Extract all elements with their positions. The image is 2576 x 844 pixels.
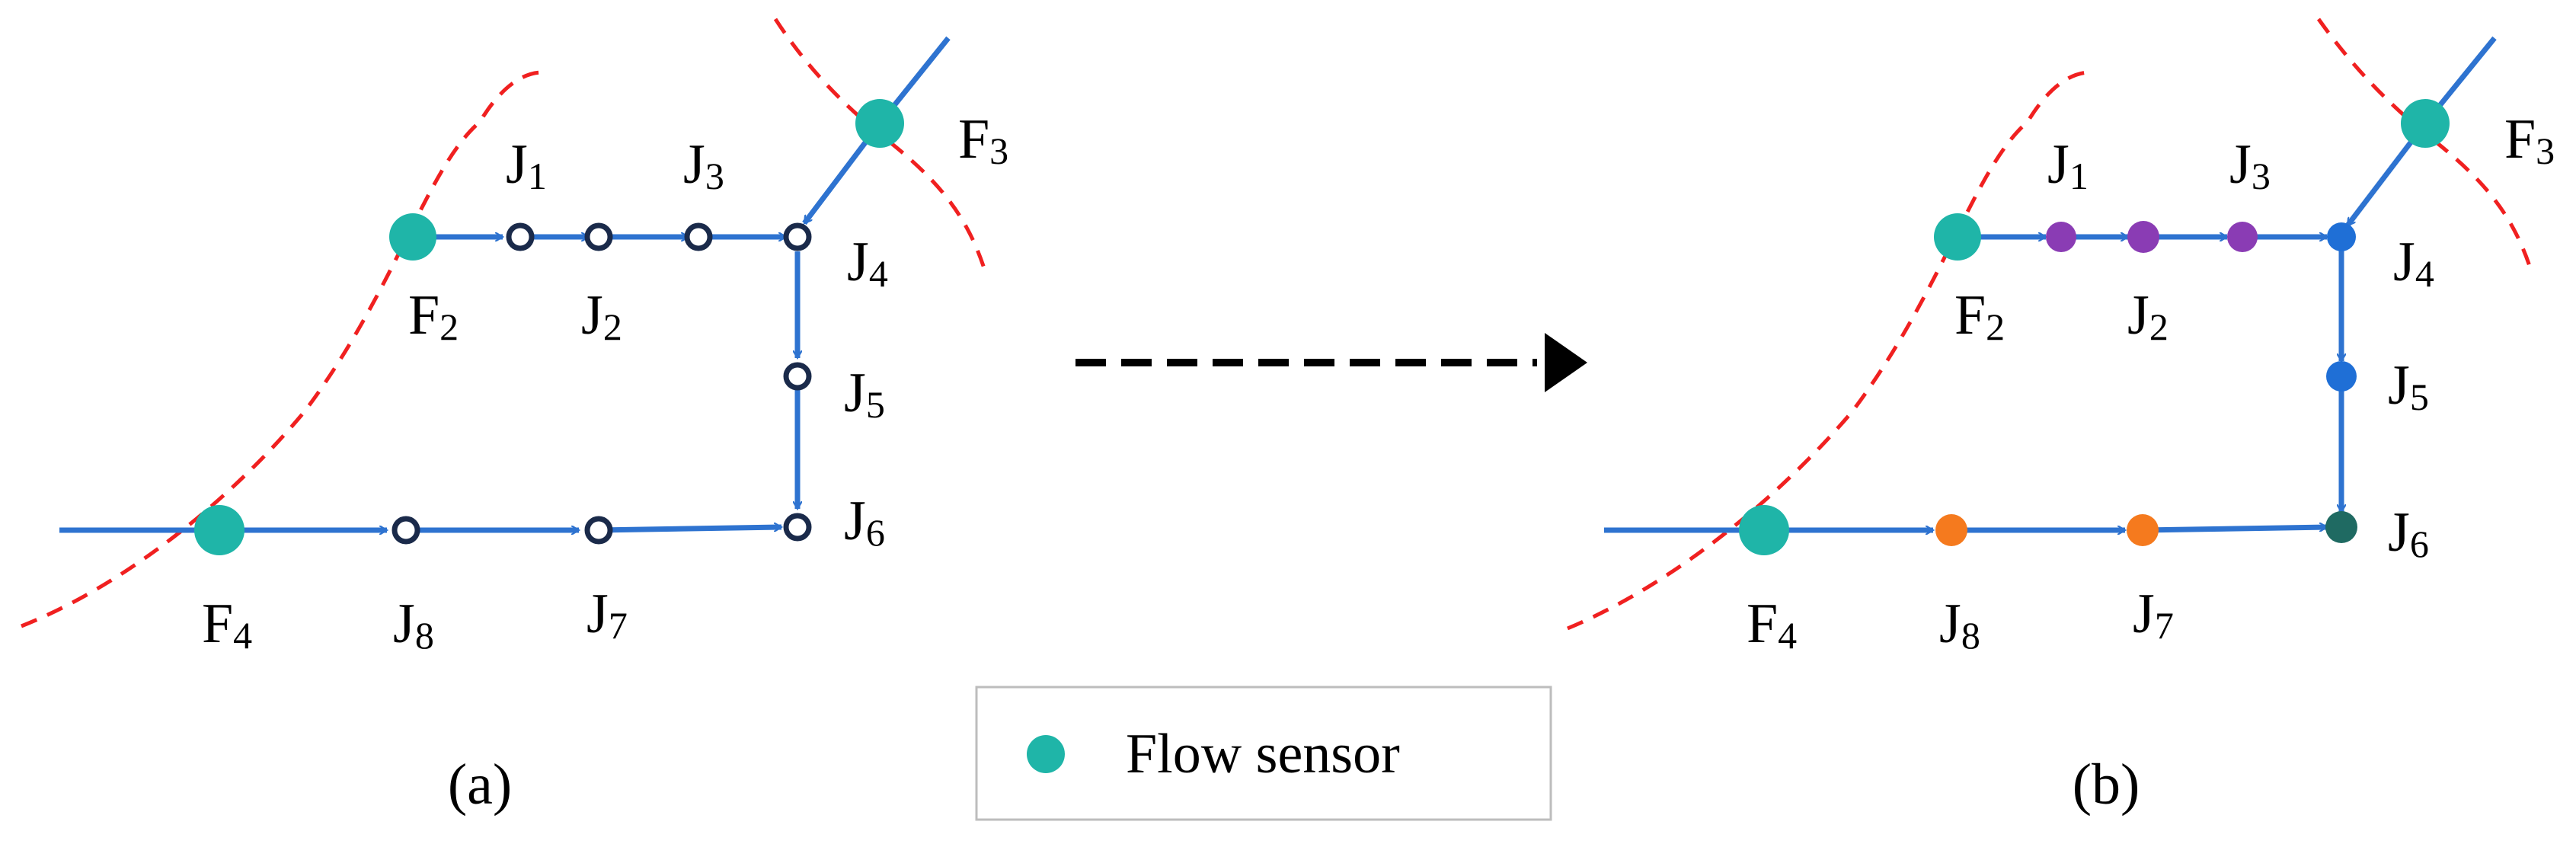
label-f4-a: F4: [202, 593, 252, 657]
flow-sensor-f4-a: [194, 505, 244, 555]
junction-node-j3-a: [684, 222, 713, 251]
legend-flow-sensor-icon: [1027, 735, 1065, 773]
label-f2-a: F2: [408, 284, 459, 348]
flow-sensor-f3-b: [2401, 99, 2450, 148]
label-j7-b: J7: [2133, 583, 2174, 647]
junction-node-j4-b: [2327, 222, 2356, 251]
label-j1-b: J1: [2047, 133, 2089, 197]
label-f3-b: F3: [2504, 108, 2555, 172]
junction-nodes-b: [1935, 221, 2357, 546]
label-j5-a: J5: [844, 362, 885, 426]
label-j3-b: J3: [2229, 133, 2271, 197]
legend-box: [975, 686, 1552, 821]
flow-sensor-f2-b: [1934, 213, 1981, 261]
junction-node-j2-b: [2127, 221, 2159, 253]
junction-node-j3-b: [2227, 222, 2258, 252]
legend: Flow sensor: [975, 686, 1552, 821]
labels-b: F2 F3 F4 J1 J2 J3 J4 J5 J6 J7 J8: [1747, 108, 2555, 657]
junction-node-j4-a: [783, 222, 812, 251]
label-j3-a: J3: [683, 133, 724, 197]
label-j7-a: J7: [586, 583, 628, 647]
pipe-j7-j6: [2142, 527, 2327, 533]
label-j1-a: J1: [506, 133, 547, 197]
label-j8-b: J8: [1939, 593, 1980, 657]
panel-a: F2 F3 F4 J1 J2 J3 J4 J5 J6 J7 J8 (a): [21, 18, 1008, 817]
dashed-right-arrow-icon: [1075, 333, 1587, 392]
label-f2-b: F2: [1954, 284, 2005, 348]
pipe-j7-j6: [597, 527, 781, 533]
junction-node-j8-a: [392, 516, 420, 545]
label-j6-b: J6: [2388, 501, 2429, 565]
junction-node-j2-a: [584, 222, 613, 251]
junction-node-j8-b: [1935, 514, 1967, 546]
labels-a: F2 F3 F4 J1 J2 J3 J4 J5 J6 J7 J8: [202, 108, 1008, 657]
label-j4-b: J4: [2393, 231, 2434, 295]
junction-node-j1-b: [2046, 222, 2076, 252]
panel-caption-a: (a): [448, 753, 512, 817]
panel-caption-b: (b): [2073, 753, 2140, 817]
junction-node-j5-a: [783, 362, 812, 391]
label-j5-b: J5: [2388, 354, 2429, 418]
sensor-boundary-left-b: [1567, 70, 2091, 631]
label-j4-a: J4: [847, 231, 888, 295]
flow-sensor-f4-b: [1739, 505, 1789, 555]
junction-node-j6-a: [783, 513, 812, 542]
junction-nodes-a: [392, 222, 812, 545]
panel-b: F2 F3 F4 J1 J2 J3 J4 J5 J6 J7 J8 (b): [1567, 18, 2555, 817]
pipes-a: [59, 36, 951, 533]
label-j8-a: J8: [393, 593, 434, 657]
junction-node-j5-b: [2326, 361, 2357, 392]
label-j2-b: J2: [2127, 284, 2169, 348]
junction-node-j6-b: [2325, 511, 2357, 543]
junction-node-j7-a: [584, 516, 613, 545]
flow-sensor-f2-a: [389, 213, 436, 261]
junction-node-j7-b: [2127, 514, 2159, 546]
label-f4-b: F4: [1747, 593, 1797, 657]
label-j6-a: J6: [844, 490, 885, 554]
pipes-b: [1604, 36, 2497, 533]
label-j2-a: J2: [581, 284, 622, 348]
legend-label: Flow sensor: [1126, 723, 1400, 785]
sensor-boundary-left-a: [21, 70, 543, 628]
junction-node-j1-a: [506, 222, 535, 251]
flow-sensor-f3-a: [855, 99, 904, 148]
label-f3-a: F3: [958, 108, 1008, 172]
